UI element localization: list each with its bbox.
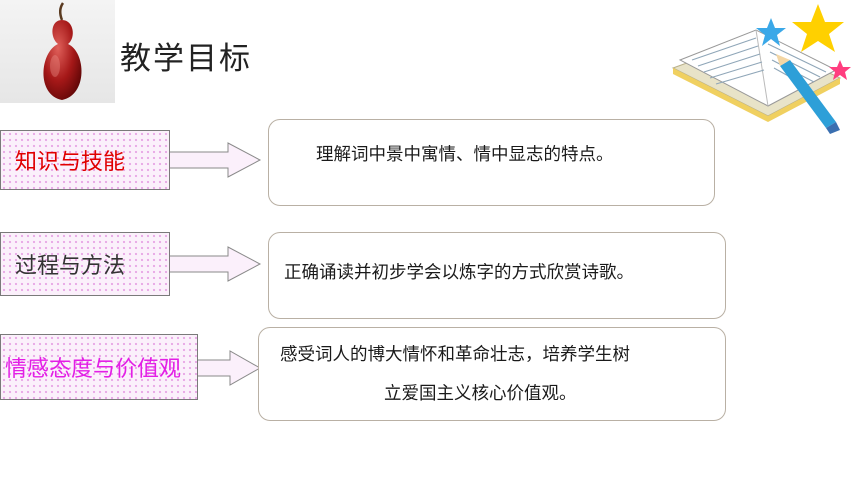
- page-title: 教学目标: [120, 41, 252, 77]
- objective-content-box: [258, 327, 726, 421]
- open-book-pencil-stars-icon: [671, 4, 851, 134]
- objective-text: 感受词人的博大情怀和革命壮志，培养学生树: [280, 345, 630, 365]
- right-arrow-icon: [198, 350, 262, 386]
- objective-label-process: 过程与方法: [0, 232, 170, 296]
- gourd-image: [0, 0, 115, 103]
- objective-label-text: 情感态度与价值观: [5, 357, 182, 382]
- objective-text: 正确诵读并初步学会以炼字的方式欣赏诗歌。: [284, 263, 634, 283]
- right-arrow-icon: [170, 142, 262, 178]
- objective-content-box: [268, 119, 715, 206]
- objective-text: 立爱国主义核心价值观。: [384, 384, 577, 404]
- objective-content-box: [268, 232, 726, 319]
- right-arrow-icon: [170, 246, 262, 282]
- objective-label-knowledge: 知识与技能: [0, 130, 170, 190]
- gourd-icon: [43, 2, 82, 100]
- objective-label-text: 知识与技能: [15, 150, 126, 175]
- objective-label-emotion: 情感态度与价值观: [0, 334, 198, 400]
- objective-text: 理解词中景中寓情、情中显志的特点。: [316, 145, 614, 165]
- objective-label-text: 过程与方法: [15, 254, 126, 279]
